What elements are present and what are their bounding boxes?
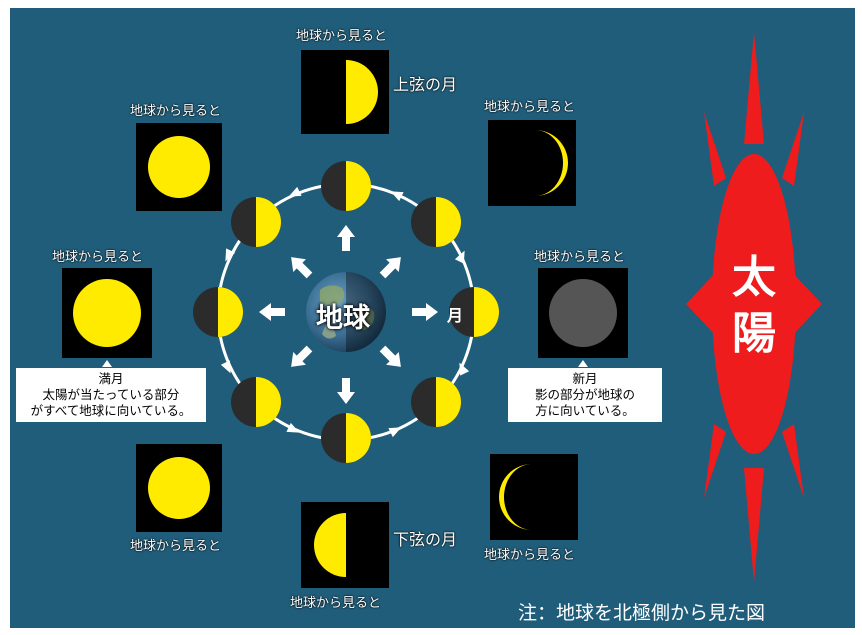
orbit-arrowhead	[459, 362, 470, 376]
orbit-moon	[231, 197, 281, 247]
full-moon-title: 満月	[98, 371, 124, 386]
new-moon-line1: 影の部分が地球の	[534, 387, 635, 402]
orbit-moon-full	[193, 287, 243, 337]
orbit-arrowhead	[390, 191, 404, 202]
new-moon-line2: 方に向いている。	[535, 403, 635, 418]
diagram-canvas	[62, 32, 822, 588]
view-label-full-moon: 地球から見ると	[52, 250, 144, 265]
sun-ray	[744, 468, 764, 582]
panel-crescent-upper-right	[488, 120, 576, 206]
new-moon-note: 新月 影の部分が地球の 方に向いている。	[508, 368, 662, 422]
pointer-new-moon	[578, 360, 588, 367]
new-moon-title: 新月	[572, 371, 598, 386]
orbit-arrowhead	[225, 248, 236, 262]
view-label-gibbous-lower-left: 地球から見ると	[130, 539, 222, 554]
view-label-last-quarter: 地球から見ると	[290, 596, 382, 611]
radial-arrows	[259, 225, 438, 404]
sun-label-top: 太	[732, 252, 776, 303]
pointer-full-moon	[102, 360, 112, 367]
moon-label: 月	[447, 306, 464, 325]
sun-ray	[704, 424, 726, 498]
appearance-panels	[62, 50, 628, 588]
sun-ray	[782, 424, 804, 498]
moon-phase-diagram: 地球から見ると 地球から見ると 地球から見ると 地球から見ると 地球から見ると …	[10, 8, 855, 628]
last-quarter-label: 下弦の月	[393, 530, 458, 549]
panel-gibbous-upper-left	[136, 123, 222, 211]
orbit-moon	[411, 377, 461, 427]
view-label-crescent-upper-right: 地球から見ると	[484, 100, 576, 115]
orbit-arrowhead	[286, 422, 300, 433]
radial-arrow	[337, 378, 355, 404]
full-moon-line1: 太陽が当たっている部分	[42, 387, 180, 402]
view-label-first-quarter: 地球から見ると	[296, 29, 388, 44]
radial-arrow	[291, 345, 313, 367]
view-label-gibbous-upper-left: 地球から見ると	[130, 104, 222, 119]
radial-arrow	[337, 225, 355, 251]
sun-ray	[744, 32, 764, 144]
orbit-moon	[411, 197, 461, 247]
first-quarter-label: 上弦の月	[393, 75, 458, 94]
full-moon-note: 満月 太陽が当たっている部分 がすべて地球に向いている。	[16, 368, 206, 422]
orbit-moon-last-quarter	[321, 413, 371, 463]
panel-first-quarter	[301, 50, 389, 134]
radial-arrow	[379, 345, 401, 367]
orbit-arrowhead	[220, 360, 231, 374]
orbit-moon	[231, 377, 281, 427]
sun-ray	[686, 270, 718, 338]
radial-arrow	[291, 257, 313, 279]
panel-full-moon	[62, 268, 152, 358]
orbit-arrowhead	[454, 250, 465, 264]
panel-new-moon	[538, 268, 628, 358]
view-label-crescent-lower-right: 地球から見ると	[484, 548, 576, 563]
orbit-direction-arrows	[220, 186, 470, 438]
panel-last-quarter	[301, 502, 389, 588]
earth	[306, 272, 386, 352]
orbit-arrowhead	[288, 186, 302, 197]
radial-arrow	[379, 257, 401, 279]
sun-label-bottom: 陽	[732, 308, 776, 359]
orbit-moons	[193, 161, 499, 463]
sun-ray	[704, 112, 726, 186]
footnote: 注：地球を北極側から見た図	[518, 602, 766, 624]
note-pointers	[102, 360, 588, 367]
radial-arrow	[412, 303, 438, 321]
orbit-arrowhead	[388, 427, 402, 438]
full-moon-line2: がすべて地球に向いている。	[30, 403, 192, 418]
panel-crescent-lower-right	[490, 454, 578, 540]
sun-ray	[782, 112, 804, 186]
view-label-new-moon: 地球から見ると	[534, 250, 626, 265]
panel-gibbous-lower-left	[136, 444, 222, 532]
radial-arrow	[259, 303, 285, 321]
orbit-moon-new	[449, 287, 499, 337]
sun	[686, 32, 822, 582]
earth-label: 地球	[316, 303, 370, 334]
sun-ray	[790, 270, 822, 338]
orbit-moon-first-quarter	[321, 161, 371, 211]
